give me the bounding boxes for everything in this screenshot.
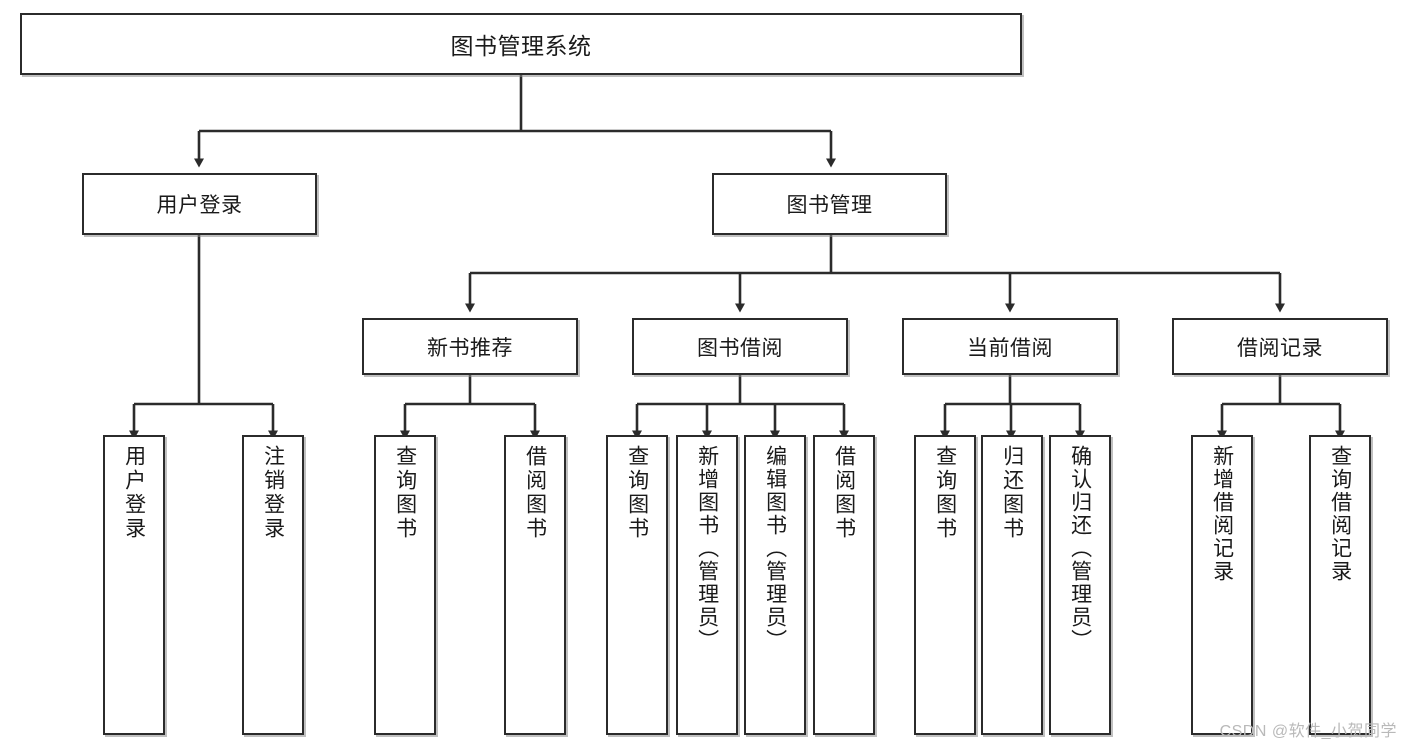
node-root-system[interactable]: 图书管理系统	[20, 13, 1022, 75]
node-current-borrow[interactable]: 当前借阅	[902, 318, 1118, 375]
node-label: 新增借阅记录	[1210, 445, 1234, 583]
node-label: 查询图书	[393, 445, 417, 541]
leaf-borrow-record-query[interactable]: 查询借阅记录	[1309, 435, 1371, 735]
leaf-user-login-login[interactable]: 用户登录	[103, 435, 165, 735]
node-label: 查询借阅记录	[1328, 445, 1352, 583]
node-new-book-recommend[interactable]: 新书推荐	[362, 318, 578, 375]
node-label: 查询图书	[625, 445, 649, 541]
node-label: 用户登录	[156, 194, 243, 217]
node-label: 借阅图书	[832, 445, 856, 541]
node-label: 注销登录	[261, 445, 285, 541]
node-label: 新增图书（管理员）	[695, 445, 719, 652]
leaf-current-borrow-query[interactable]: 查询图书	[914, 435, 976, 735]
leaf-book-borrow-add[interactable]: 新增图书（管理员）	[676, 435, 738, 735]
node-label: 查询图书	[933, 445, 957, 541]
leaf-new-book-query[interactable]: 查询图书	[374, 435, 436, 735]
leaf-new-book-borrow[interactable]: 借阅图书	[504, 435, 566, 735]
node-user-login[interactable]: 用户登录	[82, 173, 317, 235]
csdn-watermark: CSDN @软件_小贺同学	[1219, 723, 1397, 740]
node-label: 用户登录	[122, 445, 146, 541]
leaf-book-borrow-query[interactable]: 查询图书	[606, 435, 668, 735]
leaf-book-borrow-edit[interactable]: 编辑图书（管理员）	[744, 435, 806, 735]
node-book-management[interactable]: 图书管理	[712, 173, 947, 235]
node-label: 图书管理	[786, 194, 873, 217]
node-label: 编辑图书（管理员）	[763, 445, 787, 652]
node-borrow-record[interactable]: 借阅记录	[1172, 318, 1388, 375]
node-label: 当前借阅	[967, 336, 1053, 360]
node-book-borrow[interactable]: 图书借阅	[632, 318, 848, 375]
node-label: 借阅图书	[523, 445, 547, 541]
node-label: 借阅记录	[1237, 336, 1323, 360]
node-label: 图书借阅	[697, 336, 783, 360]
node-label: 新书推荐	[427, 336, 513, 360]
node-label: 归还图书	[1000, 445, 1024, 541]
leaf-current-borrow-confirm-return[interactable]: 确认归还（管理员）	[1049, 435, 1111, 735]
leaf-book-borrow-borrow[interactable]: 借阅图书	[813, 435, 875, 735]
leaf-borrow-record-add[interactable]: 新增借阅记录	[1191, 435, 1253, 735]
node-label: 确认归还（管理员）	[1068, 445, 1092, 652]
node-label: 图书管理系统	[450, 33, 592, 59]
leaf-current-borrow-return[interactable]: 归还图书	[981, 435, 1043, 735]
leaf-user-login-logout[interactable]: 注销登录	[242, 435, 304, 735]
